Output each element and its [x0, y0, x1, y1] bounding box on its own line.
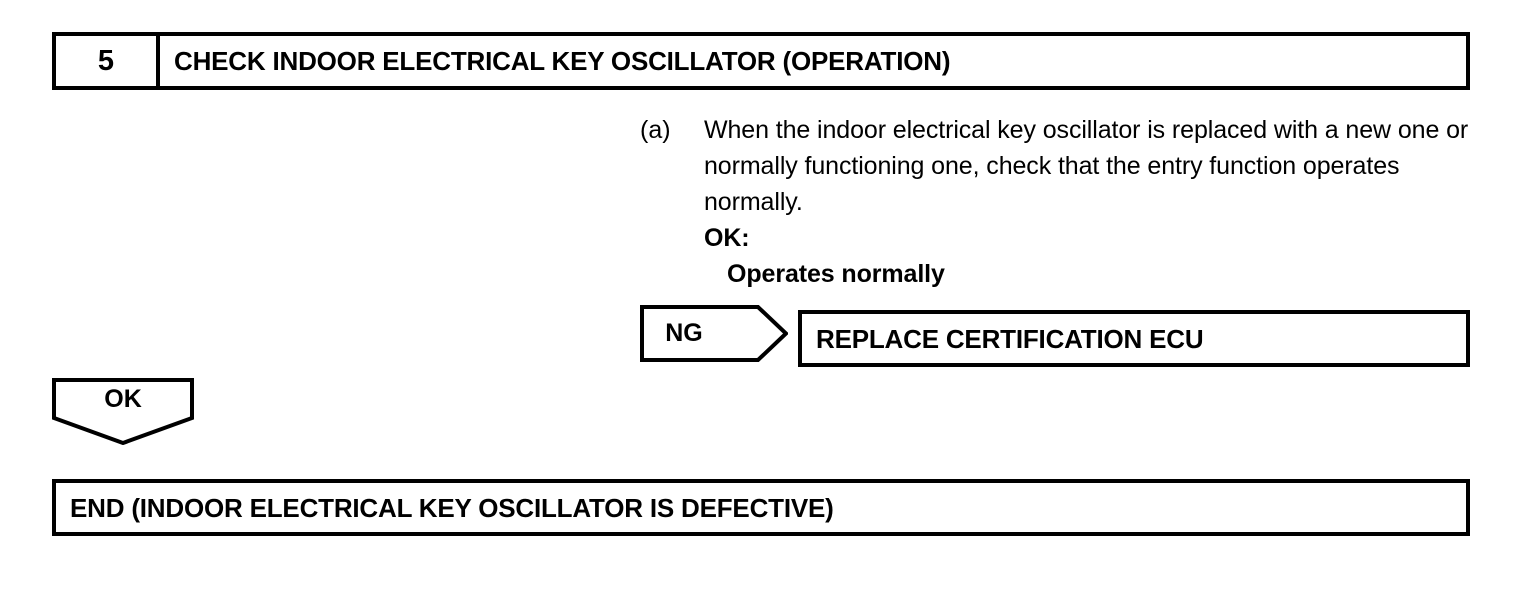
end-result-text: END (INDOOR ELECTRICAL KEY OSCILLATOR IS…	[70, 492, 834, 523]
step-header-box: 5 CHECK INDOOR ELECTRICAL KEY OSCILLATOR…	[52, 32, 1470, 90]
ok-down-arrow-icon	[52, 378, 194, 445]
ng-arrow-icon	[640, 305, 788, 362]
procedure-ok-value: Operates normally	[727, 260, 945, 288]
ng-arrow-connector: NG	[640, 305, 788, 362]
procedure-marker: (a)	[640, 116, 671, 144]
procedure-block: (a) When the indoor electrical key oscil…	[640, 112, 1480, 292]
ng-result-text: REPLACE CERTIFICATION ECU	[816, 323, 1204, 354]
ok-arrow-connector: OK	[52, 378, 194, 445]
procedure-row: (a) When the indoor electrical key oscil…	[640, 112, 1480, 292]
procedure-text: When the indoor electrical key oscillato…	[704, 116, 1469, 216]
step-title: CHECK INDOOR ELECTRICAL KEY OSCILLATOR (…	[174, 46, 951, 76]
procedure-ok-label: OK:	[704, 224, 750, 252]
step-title-cell: CHECK INDOOR ELECTRICAL KEY OSCILLATOR (…	[160, 36, 1466, 86]
ng-result-box: REPLACE CERTIFICATION ECU	[798, 310, 1470, 367]
step-number: 5	[97, 44, 115, 77]
end-result-box: END (INDOOR ELECTRICAL KEY OSCILLATOR IS…	[52, 479, 1470, 536]
step-number-cell: 5	[56, 36, 160, 86]
procedure-body: When the indoor electrical key oscillato…	[704, 112, 1480, 292]
